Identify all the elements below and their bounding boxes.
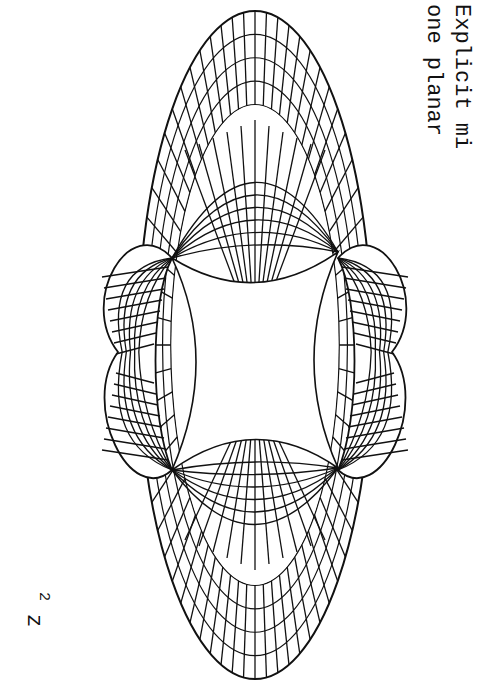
mesh-radial bbox=[254, 585, 255, 679]
function-label: z bbox=[21, 614, 46, 627]
lobe-mesh bbox=[114, 333, 156, 343]
inner-ground bbox=[172, 106, 338, 585]
mesh-radial bbox=[165, 498, 190, 557]
lobe-mesh bbox=[110, 406, 160, 416]
mesh-line bbox=[258, 420, 269, 564]
mesh-radial bbox=[232, 17, 238, 109]
mesh-line bbox=[254, 420, 255, 570]
mesh-radial bbox=[244, 13, 247, 106]
mesh-line bbox=[227, 132, 249, 300]
mesh-radial bbox=[315, 109, 338, 175]
lobe-mesh bbox=[342, 267, 408, 277]
mesh-radial bbox=[254, 11, 255, 105]
lobe-mesh bbox=[342, 450, 408, 460]
lobe-mesh bbox=[134, 258, 172, 470]
mesh-radial bbox=[172, 109, 195, 175]
mesh-ring bbox=[171, 105, 339, 586]
exponent-label: 2 bbox=[35, 592, 52, 601]
lobe-mesh bbox=[344, 278, 406, 288]
caption-fragment: one planar bbox=[421, 4, 446, 136]
mesh-radial bbox=[181, 87, 202, 159]
lobe-mesh bbox=[129, 258, 172, 470]
lobe-mesh bbox=[348, 417, 402, 427]
mesh-radial bbox=[200, 50, 215, 132]
lobe-mesh bbox=[114, 384, 156, 394]
mesh-line bbox=[241, 126, 252, 300]
lobe-mesh bbox=[116, 344, 154, 354]
lobe-mesh bbox=[356, 373, 394, 383]
mesh-radial bbox=[244, 584, 247, 677]
lobe-mesh bbox=[344, 439, 406, 449]
mesh-radial bbox=[158, 159, 185, 211]
lobe-mesh bbox=[116, 373, 154, 383]
mesh-ring bbox=[154, 58, 355, 632]
mesh-radial bbox=[308, 87, 329, 159]
lobe-mesh bbox=[104, 439, 166, 449]
lobe-mesh bbox=[346, 289, 404, 299]
mesh-radial bbox=[287, 567, 300, 653]
mesh-line bbox=[241, 420, 252, 564]
lobe-mesh bbox=[338, 258, 381, 470]
mesh-line bbox=[213, 138, 247, 300]
lobe-mesh bbox=[102, 267, 168, 277]
lobe-mesh bbox=[352, 395, 398, 405]
lobe-mesh bbox=[108, 300, 162, 310]
mesh-radial bbox=[271, 17, 277, 109]
mesh-radial bbox=[325, 479, 352, 531]
lobe-mesh bbox=[354, 333, 396, 343]
mesh-radial bbox=[295, 557, 310, 639]
mesh-radial bbox=[221, 25, 231, 114]
mesh-radial bbox=[232, 581, 238, 673]
side-lobe bbox=[104, 245, 172, 478]
caption-fragment: Explicit mi bbox=[449, 4, 474, 149]
lobe-mesh bbox=[108, 417, 162, 427]
lobe-mesh bbox=[352, 322, 398, 332]
lobe-mesh bbox=[112, 322, 158, 332]
mesh-ring bbox=[146, 34, 364, 655]
lobe-mesh bbox=[112, 395, 158, 405]
lobe-mesh bbox=[348, 300, 402, 310]
lobe-mesh bbox=[350, 406, 400, 416]
lobe-mesh bbox=[106, 289, 164, 299]
mesh-radial bbox=[302, 67, 320, 145]
lobe-mesh bbox=[104, 278, 166, 288]
mesh-radial bbox=[263, 584, 266, 677]
mesh-radial bbox=[329, 188, 358, 232]
mesh-radial bbox=[287, 36, 300, 122]
mesh-ring bbox=[138, 11, 372, 679]
lobe-mesh bbox=[139, 258, 172, 470]
mesh-radial bbox=[221, 575, 231, 664]
lobe-mesh bbox=[350, 311, 400, 321]
lobe-mesh bbox=[102, 450, 168, 460]
mesh-line bbox=[254, 120, 255, 300]
lobe-mesh bbox=[338, 258, 376, 470]
mesh-line bbox=[261, 132, 283, 300]
mesh-radial bbox=[279, 25, 289, 114]
lobe-mesh bbox=[106, 428, 164, 438]
mesh-radial bbox=[210, 36, 223, 122]
mesh-radial bbox=[320, 133, 345, 192]
mesh-radial bbox=[263, 13, 266, 106]
mesh-radial bbox=[190, 545, 208, 623]
lobe-mesh bbox=[346, 428, 404, 438]
lobe-mesh bbox=[356, 344, 394, 354]
mesh-radial bbox=[279, 575, 289, 664]
mesh-line bbox=[258, 126, 269, 300]
mesh-radial bbox=[181, 531, 202, 603]
mesh-radial bbox=[271, 581, 277, 673]
lobe-mesh bbox=[354, 384, 396, 394]
mesh-radial bbox=[308, 531, 329, 603]
mesh-radial bbox=[165, 133, 190, 192]
central-hole bbox=[172, 252, 338, 470]
lobe-mesh bbox=[110, 311, 160, 321]
lobe-mesh bbox=[338, 258, 371, 470]
mesh-radial bbox=[320, 498, 345, 557]
side-lobe bbox=[338, 245, 406, 478]
mesh-ring bbox=[163, 81, 348, 609]
mesh-radial bbox=[210, 567, 223, 653]
